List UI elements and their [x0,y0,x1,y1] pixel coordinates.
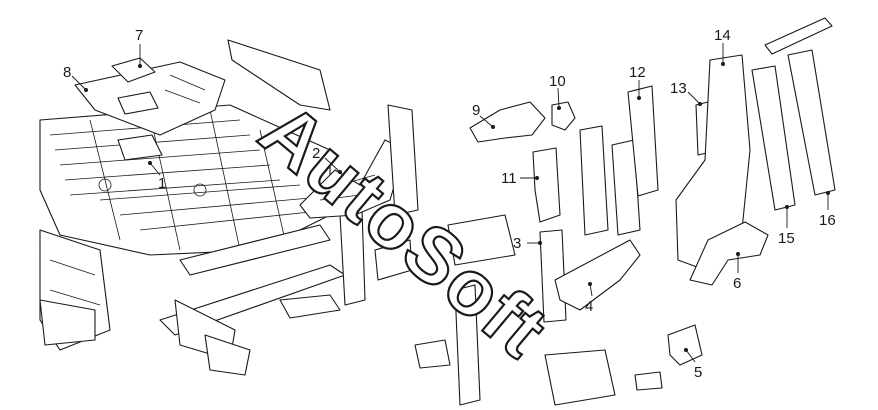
pillar-part-16 [787,49,836,196]
bracket-part-6 [689,221,769,286]
reinforcement-part-9 [469,101,546,143]
callout-4: 4 [585,298,593,315]
callout-9: 9 [472,102,480,119]
pillar-part-15 [751,65,796,211]
callout-11: 11 [501,170,517,187]
floor-rails [39,39,413,376]
callout-5: 5 [694,364,702,381]
small-bracket-bottom [634,371,663,391]
roof-rail-top [764,17,833,55]
callout-12: 12 [629,64,646,81]
callout-7: 7 [135,27,143,44]
pillar-inner-mid [579,125,609,236]
sill-bottom [544,349,616,406]
callout-14: 14 [714,27,731,44]
pillar-outer-mid [611,139,641,236]
pillar-part-11 [532,147,561,223]
rail-part-4 [554,239,641,311]
callout-1: 1 [158,175,166,192]
pillar-part-12 [627,85,659,197]
bracket-part-10 [551,101,576,131]
callout-leaders [71,43,830,363]
callout-10: 10 [549,73,566,90]
callout-2: 2 [312,145,320,162]
callout-3: 3 [513,235,521,252]
callout-13: 13 [670,80,687,97]
callout-6: 6 [733,275,741,292]
callout-16: 16 [819,212,836,229]
bracket-part-5 [667,324,703,366]
rear-floor-pan [74,57,226,161]
callout-8: 8 [63,64,71,81]
callout-15: 15 [778,230,795,247]
callout-numbers: 1 2 3 4 5 6 7 8 9 10 11 12 13 14 15 16 [63,27,836,381]
center-pillar-left [387,104,516,406]
